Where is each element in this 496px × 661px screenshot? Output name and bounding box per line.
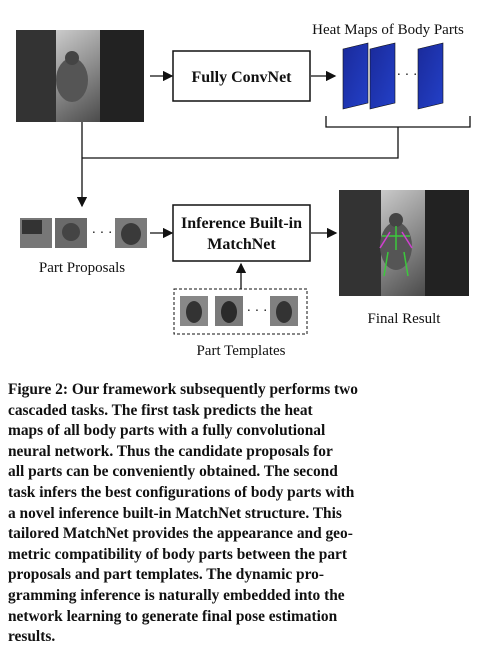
caption-line: tailored MatchNet provides the appearanc… [8, 525, 353, 543]
final-result-label: Final Result [368, 311, 442, 327]
final-result-image [339, 190, 469, 296]
figure-caption: Figure 2: Our framework subsequently per… [8, 380, 488, 648]
caption-line: gramming inference is naturally embedded… [8, 586, 345, 604]
fully-convnet-label: Fully ConvNet [192, 69, 293, 86]
input-image [16, 30, 144, 122]
heat-maps-stack: · · · [342, 42, 444, 110]
caption-line: network learning to generate final pose … [8, 607, 338, 625]
inference-label-line2: MatchNet [207, 236, 276, 253]
inference-matchnet-box [172, 204, 311, 262]
part-templates: · · · [180, 296, 298, 326]
heat-maps-bracket [325, 116, 471, 128]
fully-convnet-box [172, 50, 311, 102]
part-proposals-ellipsis: · · · [92, 226, 113, 241]
part-templates-label: Part Templates [196, 343, 285, 359]
caption-line: results. [8, 628, 56, 646]
part-proposals-label: Part Proposals [39, 260, 125, 276]
caption-line: task infers the best configurations of b… [8, 483, 355, 501]
caption-line: cascaded tasks. The first task predicts … [8, 401, 313, 419]
framework-diagram: Fully ConvNet Heat Maps of Body Parts · … [16, 22, 471, 359]
caption-line: Figure 2: Our framework subsequently per… [8, 381, 358, 398]
heat-maps-ellipsis: · · · [397, 68, 418, 83]
caption-line: proposals and part templates. The dynami… [8, 566, 324, 584]
feedback-connector [82, 127, 399, 159]
part-proposals: · · · [20, 218, 147, 248]
caption-line: neural network. Thus the candidate propo… [8, 442, 333, 460]
caption-line: all parts can be conveniently obtained. … [8, 463, 338, 481]
heat-maps-label: Heat Maps of Body Parts [312, 22, 464, 38]
inference-label-line1: Inference Built-in [181, 215, 302, 232]
caption-line: metric compatibility of body parts betwe… [8, 545, 347, 563]
caption-line: a novel inference built-in MatchNet stru… [8, 504, 342, 522]
caption-line: maps of all body parts with a fully conv… [8, 422, 326, 440]
part-templates-ellipsis: · · · [247, 304, 268, 319]
